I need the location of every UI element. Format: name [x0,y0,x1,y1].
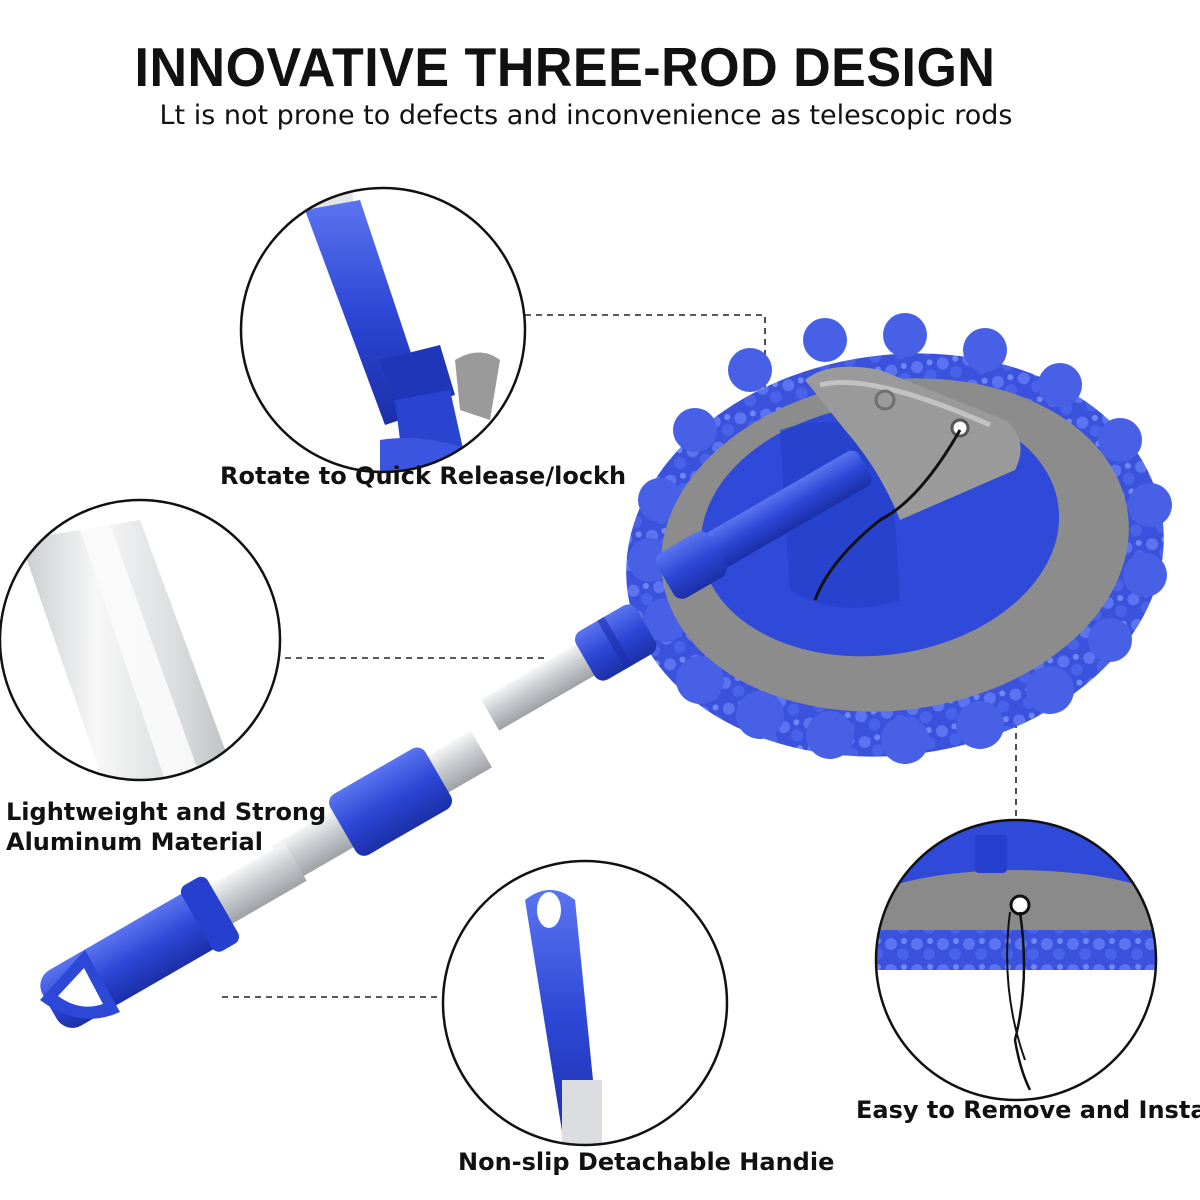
page-title: INNOVATIVE THREE-ROD DESIGN [134,37,996,99]
feature-label-aluminum-line2: Aluminum Material [6,828,263,856]
quick-release-closeup-circle [239,186,527,474]
page-subtitle: Lt is not prone to defects and inconveni… [159,100,1013,131]
mop-head [626,313,1172,764]
aluminum-rod-closeup-circle [0,498,282,782]
feature-label-handle: Non-slip Detachable Handie [458,1148,835,1176]
feature-label-mop-head: Easy to Remove and Install [856,1096,1200,1124]
feature-label-aluminum-line1: Lightweight and Strong [6,798,327,826]
handle-closeup-circle [441,859,729,1147]
telescopic-pole [40,450,872,1028]
mop-head-closeup-circle [874,818,1158,1102]
feature-label-quick-release: Rotate to Quick Release/lockh [220,462,627,490]
